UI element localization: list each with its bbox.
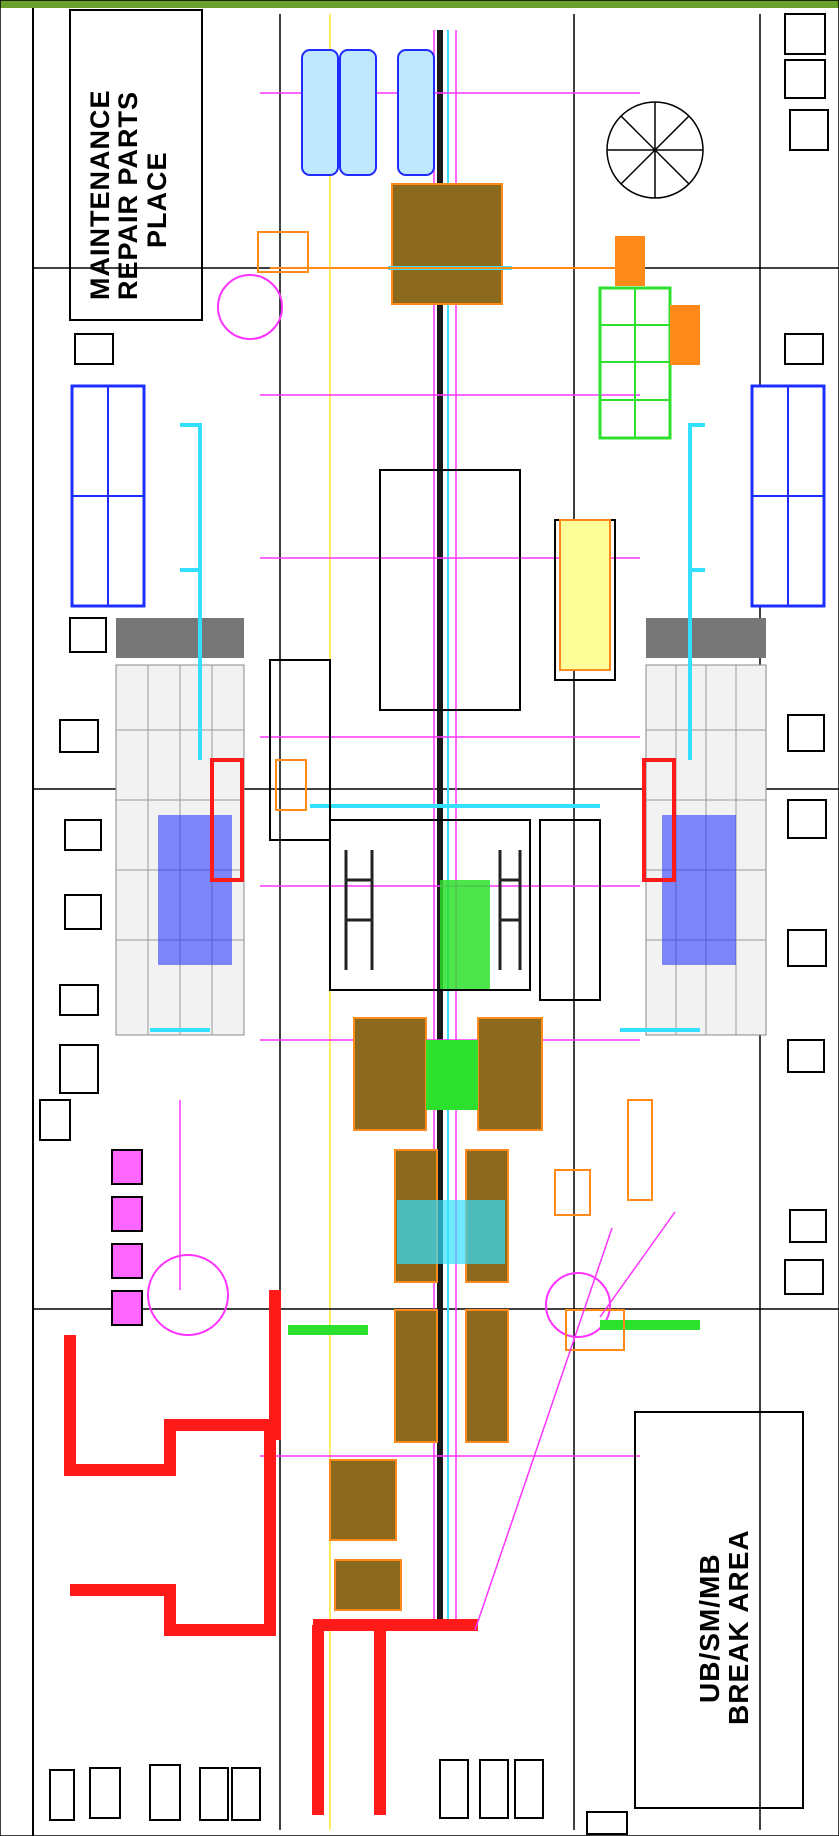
red-walls xyxy=(64,1290,478,1815)
maintenance-line-2: REPAIR PARTS xyxy=(113,90,144,300)
break-area-line-1: UB/SM/MB xyxy=(694,1553,725,1703)
brown-zones xyxy=(329,183,543,1611)
maintenance-line-3: PLACE xyxy=(141,151,172,248)
magenta-boxes xyxy=(111,1149,143,1326)
blue-tanks xyxy=(301,49,435,176)
maintenance-line-1: MAINTENANCE xyxy=(85,89,115,301)
break-area-label: UB/SM/MB BREAK AREA xyxy=(694,1529,755,1725)
fan-icon xyxy=(606,101,704,199)
break-area-box xyxy=(634,1411,804,1809)
orange-connectors xyxy=(257,231,653,1351)
break-area-line-2: BREAK AREA xyxy=(723,1529,755,1725)
right-small-units xyxy=(784,13,829,1295)
left-small-units xyxy=(39,333,114,1141)
maintenance-box xyxy=(69,9,203,321)
green-conveyors xyxy=(288,1320,700,1335)
maintenance-label: MAINTENANCE REPAIR PARTS PLACE xyxy=(85,89,172,301)
bottom-units xyxy=(49,1759,628,1835)
green-equipment xyxy=(598,236,700,440)
column-circle-icon xyxy=(147,274,611,1338)
cyan-ducts xyxy=(150,266,705,1032)
header-bar xyxy=(0,0,839,8)
